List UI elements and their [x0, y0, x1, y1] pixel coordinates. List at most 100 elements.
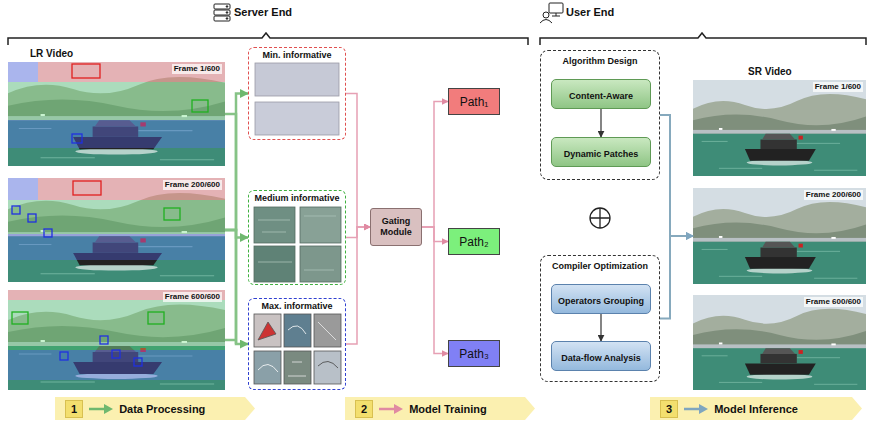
max-patches — [314, 351, 341, 384]
server-icon — [214, 10, 230, 15]
node-text: Model Training — [409, 403, 487, 415]
node-text: Operators Grouping — [558, 296, 644, 307]
patch-outline — [72, 134, 82, 143]
plus-symbol — [590, 208, 610, 228]
node-text: Compiler Optimization — [552, 261, 648, 272]
frame-image: Frame 600/600 — [693, 295, 866, 390]
patch-outline — [12, 206, 20, 214]
user-icon — [540, 3, 563, 23]
patch-outline — [100, 336, 108, 344]
node-text: Gating Module — [374, 216, 418, 238]
path-box: Path₂ — [448, 228, 500, 255]
lr-bracket — [225, 339, 236, 342]
min-patches — [255, 63, 339, 96]
node-text: Medium informative — [254, 193, 339, 204]
banner-shape — [345, 397, 535, 420]
lr-frames — [8, 62, 225, 390]
connector-arrow — [422, 227, 448, 354]
stage-number: 1 — [65, 400, 83, 418]
group-box: Operators GroupingData-flow Analysis Comp… — [540, 255, 660, 382]
connector-arrow — [346, 94, 370, 228]
frame-image: Frame 200/600 — [8, 178, 225, 282]
node-text: Frame 200/600 — [804, 190, 863, 200]
node-text: Max. informative — [261, 301, 332, 312]
section-bracket — [8, 33, 866, 45]
stage-banner: 3Model Inference — [650, 397, 862, 420]
banner-arrow — [379, 407, 396, 410]
path-box: Path₃ — [448, 340, 500, 367]
max-patches — [288, 362, 306, 376]
patch-overlay — [8, 234, 225, 260]
patch-overlay — [8, 200, 225, 234]
server-icon — [226, 12, 228, 14]
step-box: Operators Grouping — [551, 284, 651, 314]
max-patches — [314, 314, 341, 347]
patch-overlay — [38, 178, 225, 200]
patch-overlay — [8, 62, 38, 82]
patch-outline — [60, 352, 68, 360]
node-text: Frame 600/600 — [163, 292, 222, 302]
patch-group: Min. informative — [248, 47, 346, 140]
patch-outline — [112, 350, 120, 358]
medium-patches — [254, 246, 295, 282]
gating-box: Gating Module — [370, 208, 422, 246]
connector-arrow — [600, 109, 601, 137]
patch-outline — [134, 358, 142, 366]
node-text: Min. informative — [262, 50, 331, 61]
banner-arrow — [684, 407, 701, 410]
max-patches — [288, 326, 306, 334]
node-text: Frame 1/600 — [172, 64, 222, 74]
node-text: Model Inference — [714, 403, 798, 415]
patch-overlay — [8, 178, 38, 200]
banner-arrow — [379, 404, 403, 414]
server-icon — [226, 18, 228, 20]
step-box: Data-flow Analysis — [551, 341, 651, 371]
patch-outline — [72, 64, 100, 78]
frame-image: Frame 600/600 — [8, 290, 225, 390]
section-heading: User End — [566, 6, 614, 18]
frame-image: Frame 1/600 — [693, 80, 866, 176]
patch-outline — [192, 100, 208, 112]
patch-group: Max. informative — [248, 298, 346, 390]
patch-overlay — [8, 300, 225, 350]
node-text: Data-flow Analysis — [561, 353, 641, 364]
max-patches — [254, 314, 281, 347]
medium-patches — [300, 246, 341, 282]
frame-image: Frame 1/600 — [8, 62, 225, 166]
banner-shape — [650, 397, 862, 420]
max-patches — [254, 314, 341, 384]
node-text: Dynamic Patches — [564, 149, 639, 160]
max-patches — [254, 351, 281, 384]
patch-overlay — [8, 120, 225, 148]
section-heading: Server End — [234, 6, 292, 18]
connector-arrow — [225, 230, 248, 344]
server-icon — [214, 4, 230, 9]
patch-outline — [12, 64, 208, 366]
medium-patches — [254, 207, 295, 243]
plus-symbol — [590, 208, 610, 228]
lr-frames — [8, 62, 225, 166]
medium-patches — [300, 207, 341, 243]
section-bracket — [540, 33, 866, 45]
node-text: Path₃ — [459, 347, 489, 361]
max-patches — [258, 322, 276, 340]
node-text: Data Processing — [119, 403, 205, 415]
max-patches — [284, 351, 311, 384]
user-icon — [552, 13, 560, 16]
node-text: Frame 1/600 — [813, 82, 863, 92]
max-patches — [258, 364, 278, 372]
stage-number: 2 — [355, 400, 373, 418]
patch-overlay — [8, 350, 225, 380]
node-text: Content-Aware — [569, 91, 633, 102]
user-icon — [543, 12, 549, 18]
step-box: Dynamic Patches — [551, 137, 651, 167]
patch-overlay — [8, 62, 225, 380]
max-patches — [318, 322, 336, 340]
patch-outline — [44, 229, 52, 237]
medium-patches — [258, 216, 336, 270]
connector-arrow — [346, 227, 370, 238]
connector-arrow — [660, 115, 693, 236]
